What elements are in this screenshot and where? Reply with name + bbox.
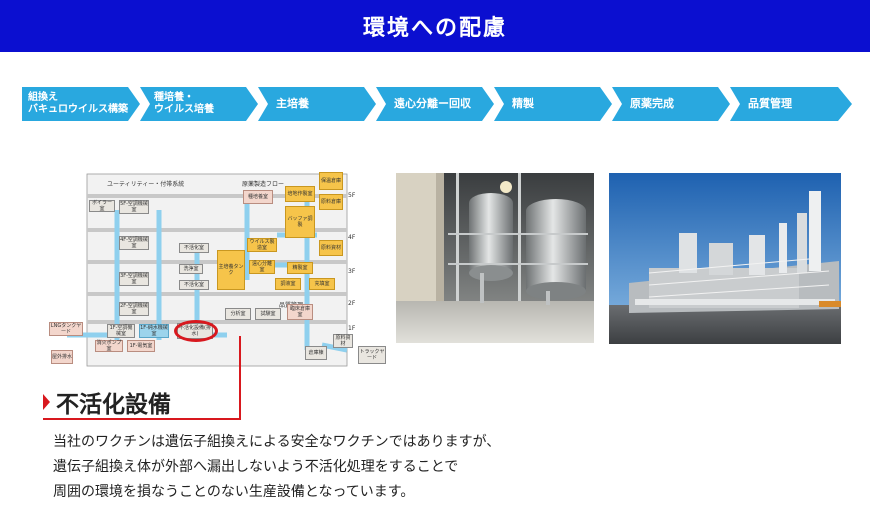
step-label-line1: 組換え xyxy=(28,92,58,103)
page-header: 環境への配慮 xyxy=(0,0,870,52)
box-seed: 種培養室 xyxy=(243,190,273,204)
box-mech-1f: 1F-空調機械室 xyxy=(107,324,135,338)
box-centrifuge: 遠心分離室 xyxy=(249,260,275,274)
box-truck-yard: トラックヤード xyxy=(358,346,386,364)
page-title: 環境への配慮 xyxy=(362,16,507,41)
box-lng: LNGタンクヤード xyxy=(49,322,83,336)
box-inactivation-room-2: 不活化室 xyxy=(179,280,209,290)
description-line-1: 当社のワクチンは遺伝子組換えによる安全なワクチンではありますが、 xyxy=(53,434,501,450)
box-virus: ウイルス製造室 xyxy=(247,238,277,252)
box-storage: 保温倉庫 xyxy=(319,172,343,190)
step-centrifuge: 遠心分離ー回収 xyxy=(376,87,494,121)
section-marker-icon xyxy=(43,394,50,410)
floor-label-2f: 2F xyxy=(348,300,356,307)
description-text: 当社のワクチンは遺伝子組換えによる安全なワクチンではありますが、 遺伝子組換え体… xyxy=(53,430,833,505)
inactivation-equipment-photo xyxy=(609,173,841,344)
section-title: 不活化設備 xyxy=(56,392,171,418)
box-warehouse: 倉庫棟 xyxy=(305,346,327,360)
floor-label-1f: 1F xyxy=(348,325,356,332)
box-buffer: バッファ調製 xyxy=(285,206,315,238)
box-mech-4f: 4F-空調機械室 xyxy=(119,236,149,250)
box-prep: 培地作製室 xyxy=(285,186,315,202)
box-purify: 精製室 xyxy=(287,262,313,274)
box-fill: 充填室 xyxy=(309,278,335,290)
floor-label-5f: 5F xyxy=(348,192,356,199)
box-mech-3f: 3F-空調機械室 xyxy=(119,272,149,286)
step-label-line1: 原薬完成 xyxy=(630,97,674,110)
step-label-line1: 精製 xyxy=(512,97,534,110)
box-raw: 原料倉庫 xyxy=(319,194,343,210)
step-quality-control: 品質管理 xyxy=(730,87,852,121)
step-label-line2: ウイルス培養 xyxy=(154,104,214,115)
box-wash: 洗浄室 xyxy=(179,264,203,274)
box-main-tank: 主培養タンク xyxy=(217,250,245,290)
box-elec: 1F-電気室 xyxy=(127,340,155,352)
step-main-culture: 主培養 xyxy=(258,87,376,121)
box-raw-2: 原料資材 xyxy=(319,240,343,256)
step-label-line1: 種培養・ xyxy=(154,92,194,103)
step-seed-culture: 種培養・ウイルス培養 xyxy=(140,87,258,121)
floor-label-4f: 4F xyxy=(348,234,356,241)
box-other: 臨床倉庫室 xyxy=(287,304,313,320)
description-line-2: 遺伝子組換え体が外部へ漏出しないよう不活化処理をすることで xyxy=(53,459,459,475)
box-fire-pump: 消火ポンプ室 xyxy=(95,340,123,352)
section-underline xyxy=(43,418,241,420)
step-label-line1: 遠心分離ー回収 xyxy=(394,97,471,110)
step-drug-substance: 原薬完成 xyxy=(612,87,730,121)
floor-label-3f: 3F xyxy=(348,268,356,275)
step-label-line2: バキュロウイルス構築 xyxy=(28,104,128,115)
step-purification: 精製 xyxy=(494,87,612,121)
step-recombinant: 組換えバキュロウイルス構築 xyxy=(22,87,140,121)
box-inactivation-room: 不活化室 xyxy=(179,243,209,253)
box-material-in: 原料資材 xyxy=(333,334,353,348)
facility-interior-photo xyxy=(396,173,594,343)
diagram-heading-flow: 原薬製造フロー xyxy=(242,181,285,188)
box-test: 試験室 xyxy=(255,308,281,320)
callout-line-vertical xyxy=(239,336,241,420)
step-label-line1: 主培養 xyxy=(276,97,309,110)
box-mech-5f: 5F-空調機械室 xyxy=(119,200,149,214)
inactivation-highlight-ring xyxy=(174,320,218,342)
description-line-3: 周囲の環境を損なうことのない生産設備となっています。 xyxy=(53,484,415,500)
step-label-line1: 品質管理 xyxy=(748,97,792,110)
diagram-heading-utility: ユーティリティー・付帯系統 xyxy=(107,181,185,188)
box-boiler: ボイラー室 xyxy=(89,200,115,212)
process-flow: 組換えバキュロウイルス構築 種培養・ウイルス培養 主培養 遠心分離ー回収 精製 … xyxy=(22,87,852,121)
box-waste-water: 屋外排水 xyxy=(51,350,73,364)
box-analysis: 分析室 xyxy=(225,308,251,320)
box-water-1f: 1F-純水機械室 xyxy=(139,324,169,338)
box-mech-2f: 2F-空調機械室 xyxy=(119,302,149,316)
box-vial: 調液室 xyxy=(275,278,301,290)
